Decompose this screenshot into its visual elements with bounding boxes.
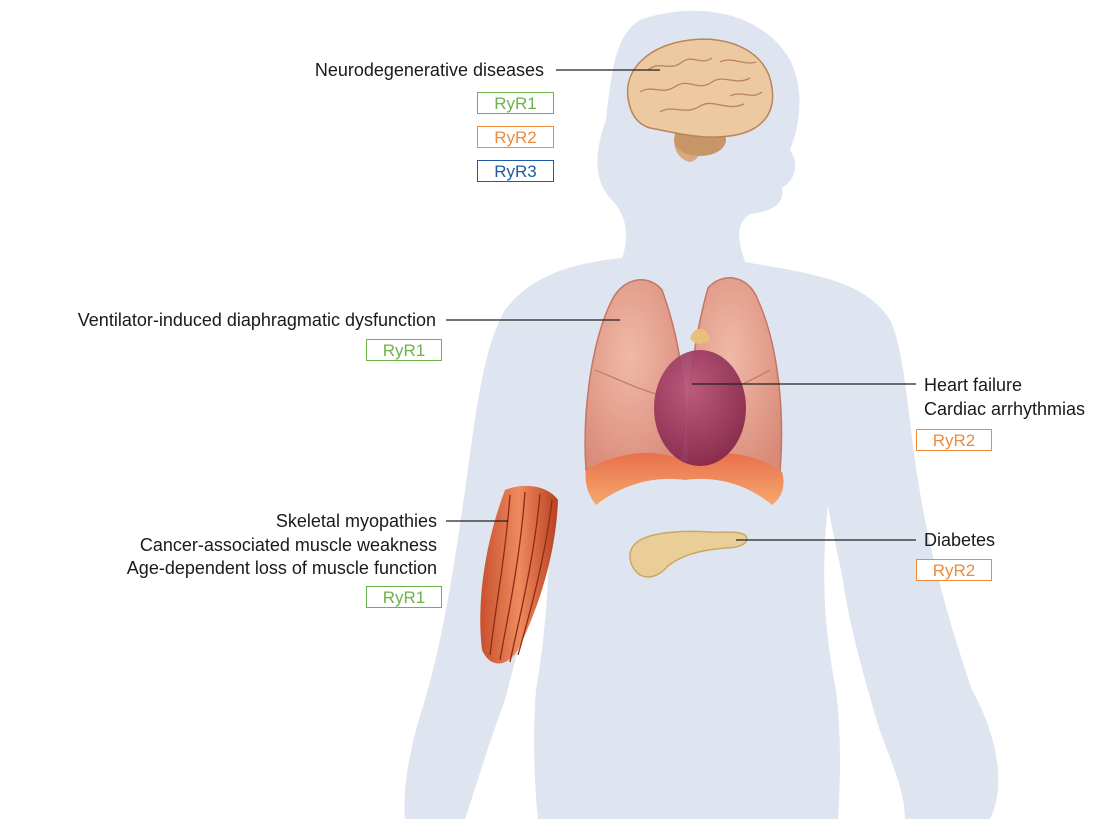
neurodegenerative-label: Neurodegenerative diseases <box>230 59 544 81</box>
cancer-muscle-weakness-label: Cancer-associated muscle weakness <box>0 534 437 556</box>
heart-failure-label: Heart failure <box>924 374 1114 396</box>
diaphragm-dysfunction-label: Ventilator-induced diaphragmatic dysfunc… <box>0 309 436 331</box>
cardiac-arrhythmias-label: Cardiac arrhythmias <box>924 398 1114 420</box>
ryr2-tag: RyR2 <box>916 559 992 581</box>
ryr3-tag: RyR3 <box>477 160 554 182</box>
diabetes-label: Diabetes <box>924 529 1074 551</box>
ryr1-tag: RyR1 <box>477 92 554 114</box>
ryr1-tag: RyR1 <box>366 586 442 608</box>
ryr1-tag: RyR1 <box>366 339 442 361</box>
ryr2-tag: RyR2 <box>916 429 992 451</box>
age-muscle-loss-label: Age-dependent loss of muscle function <box>0 557 437 579</box>
ryr2-tag: RyR2 <box>477 126 554 148</box>
skeletal-myopathies-label: Skeletal myopathies <box>0 510 437 532</box>
